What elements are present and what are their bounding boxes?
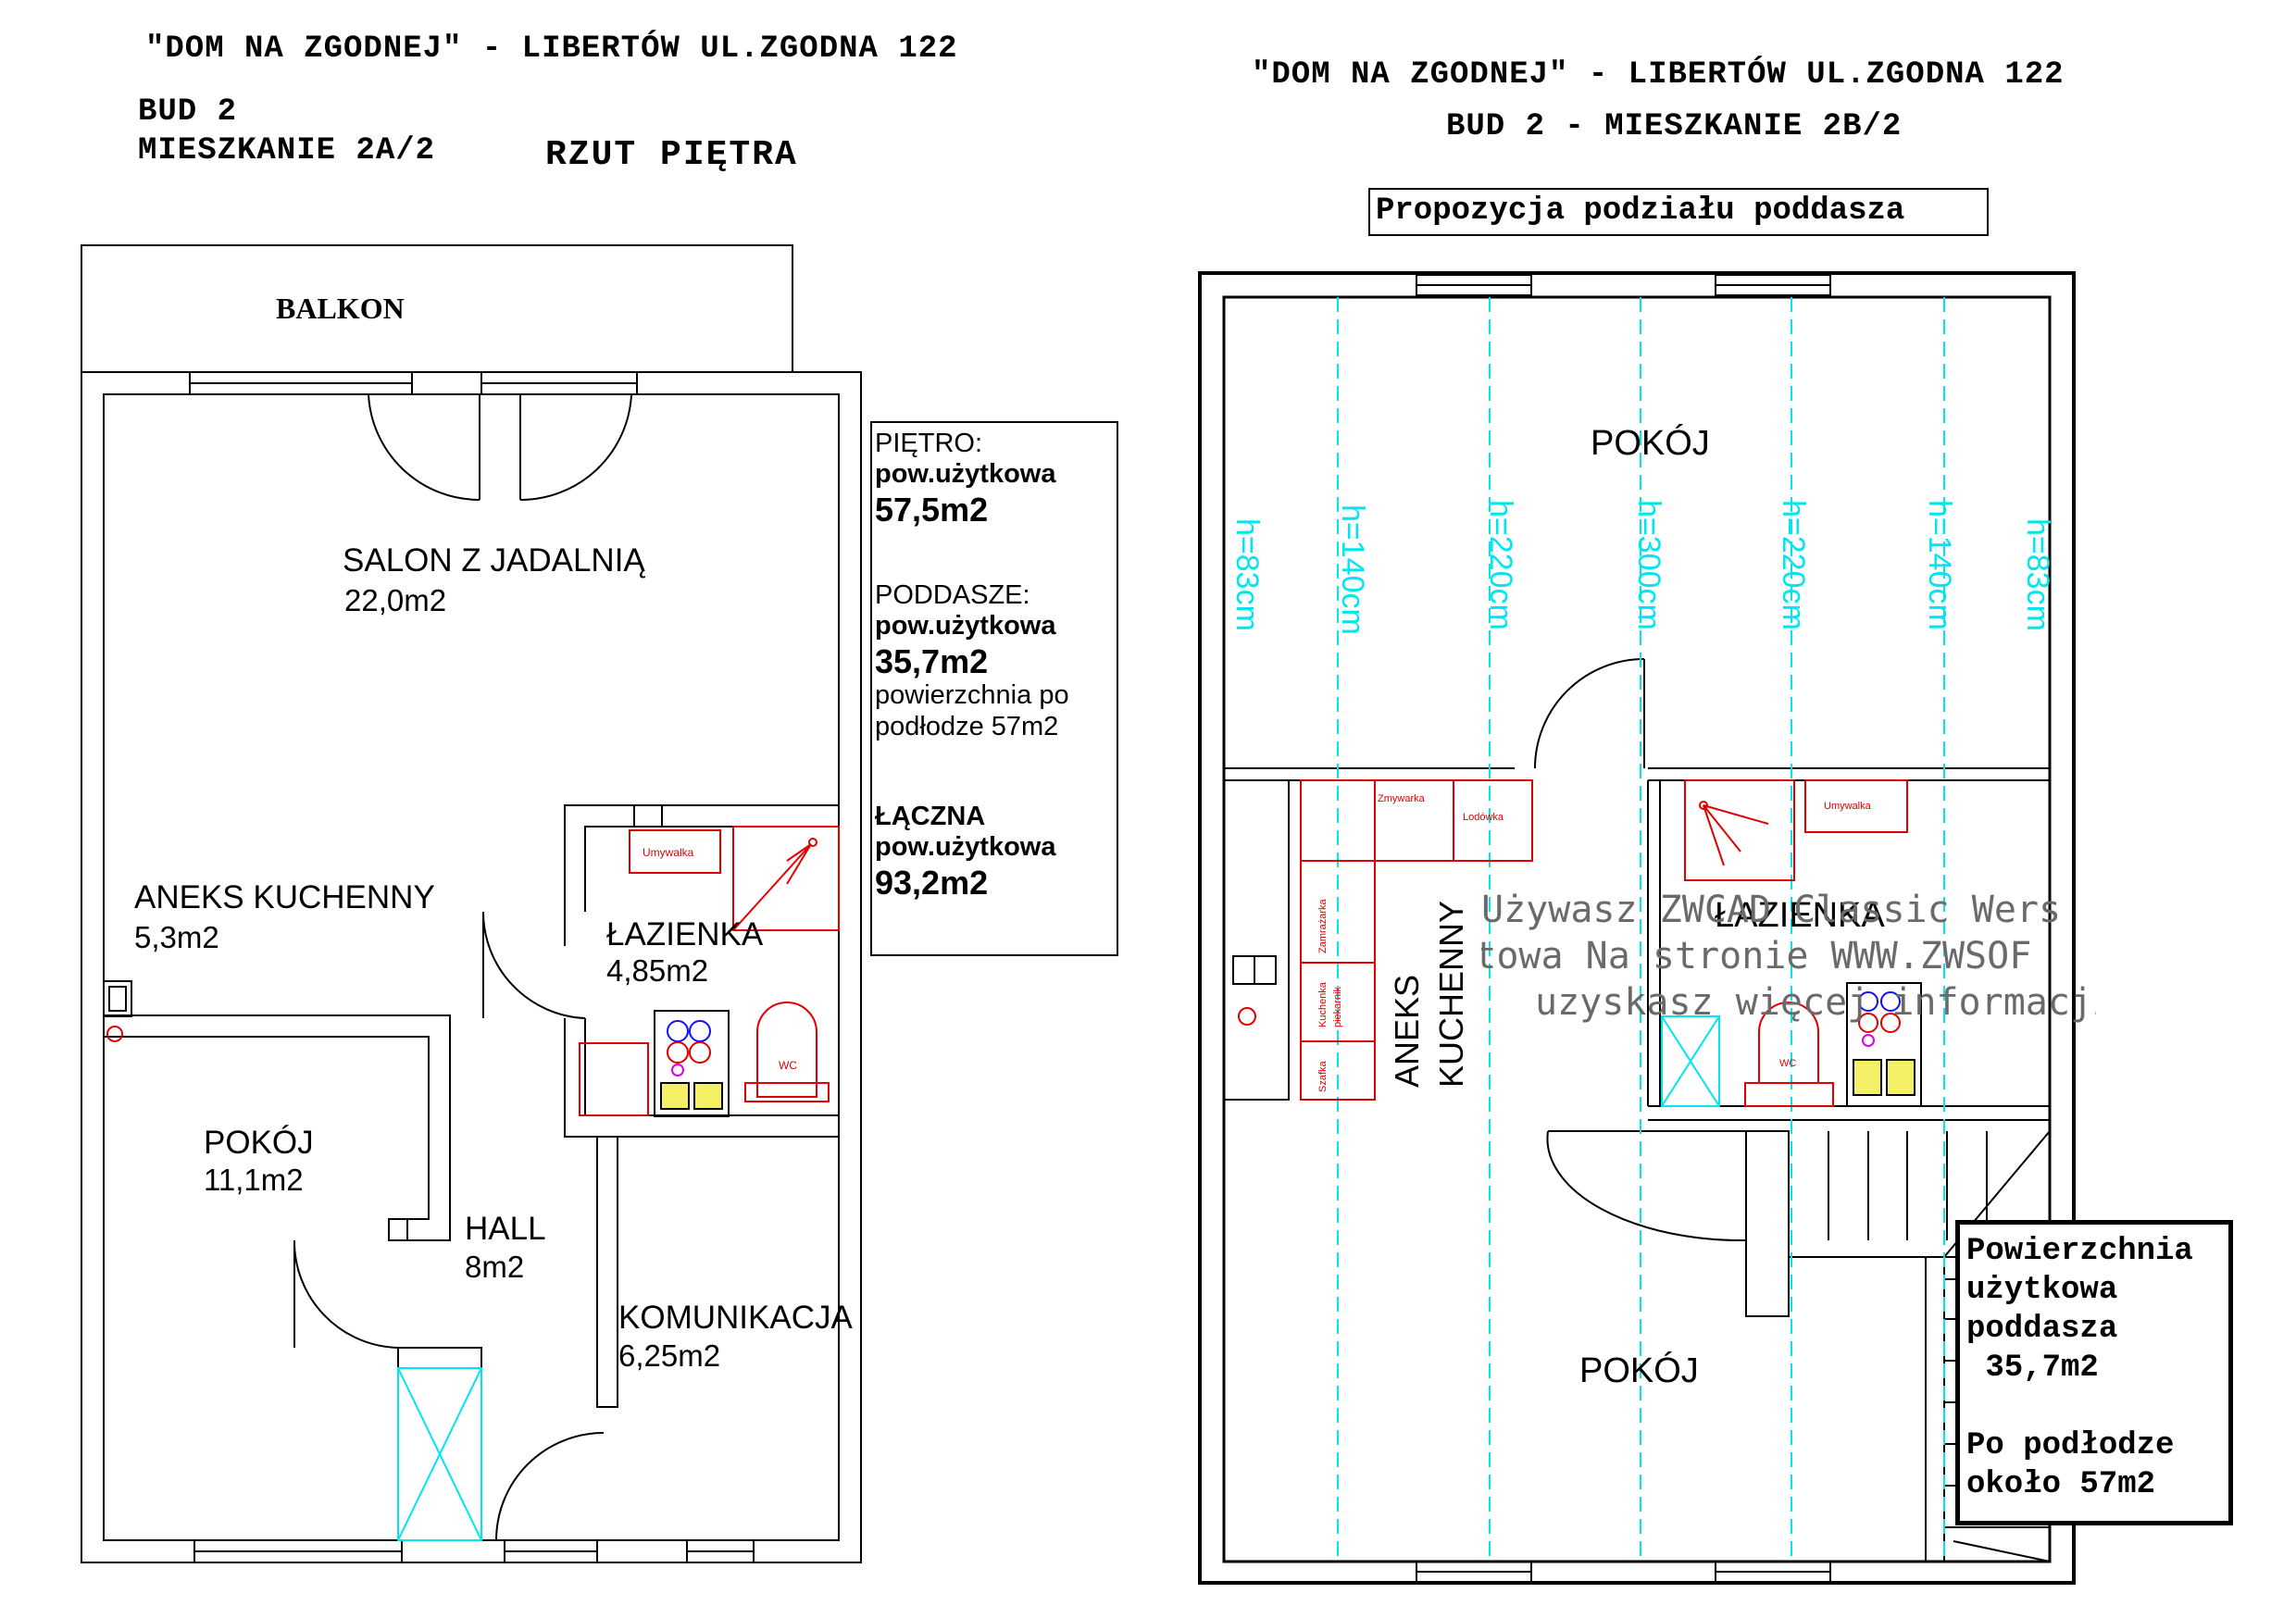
height-label-7: h=83cm	[2020, 518, 2055, 631]
poddasze-value: 35,7m2	[875, 641, 989, 680]
left-header-apartment: MIESZKANIE 2A/2	[138, 133, 436, 168]
lazienka-area: 4,85m2	[606, 953, 709, 988]
poddasze-note-1: powierzchnia po	[875, 680, 1069, 711]
attic-area-line-2: użytkowa	[1966, 1273, 2118, 1308]
stair-arc	[1546, 1130, 1747, 1242]
boiler-mark	[106, 1026, 123, 1042]
toilet	[756, 1002, 817, 1098]
height-lines	[1337, 297, 1945, 1562]
right-pokoj-bottom: POKÓJ	[1579, 1351, 1699, 1390]
right-header-title: "DOM NA ZGODNEJ" - LIBERTÓW UL.ZGODNA 12…	[1252, 57, 2065, 93]
right-kitchen-fixtures	[1238, 779, 1908, 1107]
left-stove	[654, 1010, 730, 1117]
door-arc-top-room	[1534, 658, 1645, 769]
right-wc-label: WC	[1779, 1058, 1796, 1069]
salon-name: SALON Z JADALNIĄ	[343, 542, 645, 579]
cooker-label: Kuchenka	[1317, 981, 1329, 1027]
oven-label: piekarnik	[1332, 986, 1343, 1027]
cabinet-label: Szafka	[1317, 1060, 1329, 1092]
poddasze-sub: pow.użytkowa	[875, 611, 1056, 641]
hall-area: 8m2	[465, 1250, 525, 1284]
poddasze-label: PODDASZE:	[875, 580, 1030, 611]
height-label-1: h=83cm	[1229, 518, 1265, 631]
salon-area: 22,0m2	[344, 583, 447, 617]
area-summary-box: PIĘTRO: pow.użytkowa 57,5m2 PODDASZE: po…	[870, 421, 1118, 956]
door-arc-balcony-2	[519, 393, 632, 502]
height-label-5: h=220cm	[1776, 500, 1811, 630]
watermark-line-1: Używasz ZWCAD Classic Wers	[1481, 889, 2062, 931]
attic-area-line-7: około 57m2	[1966, 1467, 2156, 1502]
laczna-sub: pow.użytkowa	[875, 832, 1056, 863]
height-label-6: h=140cm	[1922, 500, 1957, 630]
right-aneks-line2: KUCHENNY	[1432, 901, 1470, 1088]
pietro-value: 57,5m2	[875, 490, 989, 529]
attic-area-line-3: poddasza	[1966, 1312, 2118, 1347]
software-watermark: Używasz ZWCAD Classic Wers testowa Na st…	[1481, 887, 2096, 1026]
sink	[629, 829, 721, 874]
komunikacja-area: 6,25m2	[618, 1338, 721, 1373]
right-aneks-line1: ANEKS	[1388, 975, 1426, 1088]
right-lazienka: ŁAZIENKA	[1715, 896, 1885, 935]
wc-label: WC	[779, 1059, 797, 1072]
door-arc-bathroom	[481, 911, 586, 1019]
right-appliances	[1661, 982, 1922, 1107]
attic-area-line-1: Powierzchnia	[1966, 1234, 2193, 1269]
balcony-outline	[81, 244, 793, 373]
right-outer-wall	[1198, 271, 2076, 1585]
watermark-line-3: uzyskasz więcej informacji	[1535, 981, 2096, 1024]
height-label-2: h=140cm	[1335, 504, 1370, 635]
right-header-apartment: BUD 2 - MIESZKANIE 2B/2	[1446, 109, 1903, 144]
door-arc-room	[293, 1239, 399, 1349]
watermark-line-2: testowa Na stronie WWW.ZWSOF	[1481, 935, 2032, 977]
freezer-label: Zamrażarka	[1317, 898, 1329, 953]
pietro-label: PIĘTRO:	[875, 429, 983, 458]
pokoj-area: 11,1m2	[204, 1163, 304, 1197]
washing-machine	[579, 1042, 649, 1116]
shower	[732, 826, 840, 931]
pietro-sub: pow.użytkowa	[875, 459, 1056, 490]
left-header-title: "DOM NA ZGODNEJ" - LIBERTÓW UL.ZGODNA 12…	[145, 31, 958, 67]
balcony-label: BALKON	[276, 292, 405, 325]
right-sink-label: Umywalka	[1824, 801, 1872, 812]
left-outer-wall	[81, 371, 862, 1563]
hall-name: HALL	[465, 1211, 546, 1247]
komunikacja-name: KOMUNIKACJA	[618, 1300, 853, 1336]
attic-area-line-6: Po podłodze	[1966, 1428, 2175, 1463]
left-header-bud: BUD 2	[138, 94, 238, 130]
left-bathroom-fixtures	[106, 826, 840, 1116]
fridge-label: Lodówka	[1463, 812, 1504, 823]
wardrobe-mark	[397, 1367, 482, 1541]
lazienka-name: ŁAZIENKA	[606, 916, 764, 952]
aneks-name: ANEKS KUCHENNY	[134, 879, 435, 915]
door-arc-balcony-1	[368, 393, 480, 502]
sink-label: Umywalka	[643, 846, 694, 859]
attic-area-box: Powierzchnia użytkowa poddasza 35,7m2 Po…	[1955, 1220, 2233, 1525]
left-header-view: RZUT PIĘTRA	[545, 135, 798, 175]
attic-area-line-4: 35,7m2	[1966, 1350, 2099, 1386]
right-pokoj-top: POKÓJ	[1591, 424, 1710, 463]
poddasze-note-2: podłodze 57m2	[875, 711, 1059, 741]
proposal-label: Propozycja podziału poddasza	[1368, 188, 1989, 236]
height-label-4: h=300cm	[1631, 500, 1666, 630]
aneks-area: 5,3m2	[134, 920, 219, 954]
attic-area-line-5	[1966, 1388, 2228, 1426]
door-arc-entrance	[495, 1432, 605, 1541]
pokoj-name: POKÓJ	[204, 1125, 314, 1161]
laczna-value: 93,2m2	[875, 863, 989, 902]
laczna-label: ŁĄCZNA	[875, 801, 986, 831]
height-label-3: h=220cm	[1483, 500, 1518, 630]
dishwasher-label: Zmywarka	[1378, 793, 1426, 804]
